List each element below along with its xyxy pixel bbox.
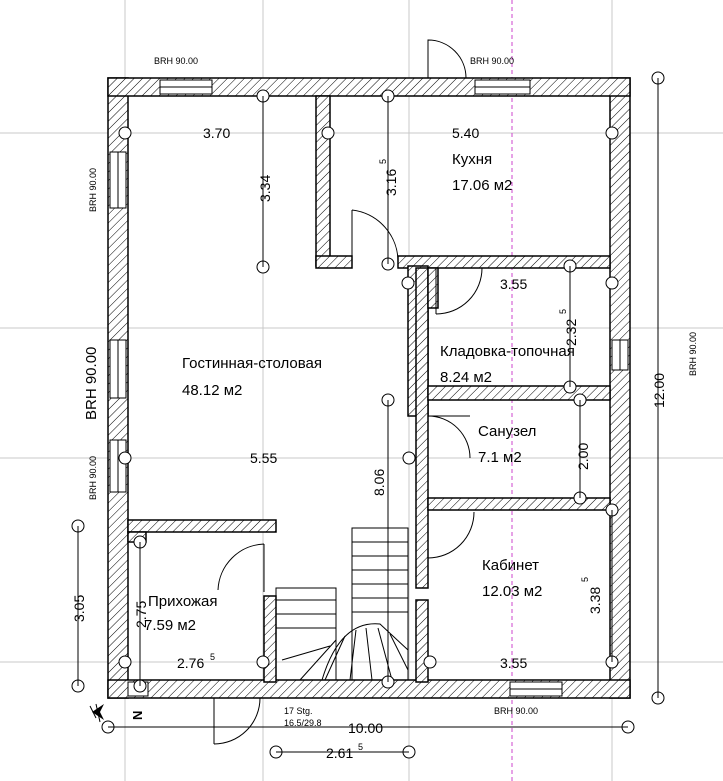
dim-540: 5.40 bbox=[452, 125, 479, 141]
north-label: N bbox=[130, 711, 145, 720]
room-name-bath: Санузел bbox=[478, 423, 536, 440]
dim-276-sup: 5 bbox=[210, 652, 215, 662]
room-area-kitchen: 17.06 м2 bbox=[452, 177, 512, 194]
dim-261-sup: 5 bbox=[358, 742, 363, 752]
dim-355-top: 3.55 bbox=[500, 276, 527, 292]
dim-338-sup: 5 bbox=[580, 577, 590, 582]
window-label-top-right: BRH 90.00 bbox=[470, 56, 514, 66]
stairs-label-size: 16.5/29.8 bbox=[284, 718, 322, 728]
north-arrow-icon: N bbox=[89, 703, 145, 723]
interior-walls bbox=[127, 95, 611, 683]
axis-markers bbox=[71, 71, 665, 759]
dim-316: 3.16 bbox=[383, 169, 399, 196]
dim-1000: 10.00 bbox=[348, 720, 383, 736]
dim-200: 2.00 bbox=[575, 443, 591, 470]
room-area-study: 12.03 м2 bbox=[482, 583, 542, 600]
dim-806: 8.06 bbox=[371, 469, 387, 496]
room-name-living: Гостинная-столовая bbox=[182, 355, 322, 372]
dim-334: 3.34 bbox=[257, 175, 273, 202]
dim-355-bottom: 3.55 bbox=[500, 655, 527, 671]
window-label-top-left: BRH 90.00 bbox=[154, 56, 198, 66]
window-labels: BRH 90.00 BRH 90.00 BRH 90.00 BRH 90.00 … bbox=[83, 56, 698, 728]
staircase bbox=[275, 527, 409, 681]
room-area-bath: 7.1 м2 bbox=[478, 449, 522, 466]
windows bbox=[109, 79, 629, 697]
room-name-kitchen: Кухня bbox=[452, 151, 492, 168]
window-label-right: BRH 90.00 bbox=[688, 332, 698, 376]
dim-305: 3.05 bbox=[71, 595, 87, 622]
dim-261: 2.61 bbox=[326, 745, 353, 761]
dim-275: 2.75 bbox=[133, 601, 149, 628]
doors bbox=[213, 39, 483, 745]
dim-316-sup: 5 bbox=[378, 159, 388, 164]
room-area-hall: 7.59 м2 bbox=[144, 617, 196, 634]
dimension-lines bbox=[77, 78, 659, 753]
window-label-left-bottom: BRH 90.00 bbox=[88, 456, 98, 500]
dim-1200: 12.00 bbox=[651, 373, 667, 408]
room-name-hall: Прихожая bbox=[148, 593, 218, 610]
dim-370: 3.70 bbox=[203, 125, 230, 141]
dim-338: 3.38 bbox=[587, 587, 603, 614]
dim-232: 2.32 bbox=[563, 319, 579, 346]
dim-276: 2.76 bbox=[177, 655, 204, 671]
dim-232-sup: 5 bbox=[558, 309, 568, 314]
room-area-pantry: 8.24 м2 bbox=[440, 369, 492, 386]
room-area-living: 48.12 м2 bbox=[182, 382, 242, 399]
window-label-bottom: BRH 90.00 bbox=[494, 706, 538, 716]
dim-555: 5.55 bbox=[250, 450, 277, 466]
window-label-left-top: BRH 90.00 bbox=[88, 168, 98, 212]
room-name-study: Кабинет bbox=[482, 557, 539, 574]
window-label-left-mid: BRH 90.00 bbox=[83, 347, 100, 420]
dimension-labels: 3.70 5.40 3.34 3.16 5 3.55 2.32 5 5.55 8… bbox=[71, 125, 667, 761]
stairs-label-steps: 17 Stg. bbox=[284, 706, 313, 716]
room-name-pantry: Кладовка-топочная bbox=[440, 343, 575, 360]
room-labels: Кухня 17.06 м2 Гостинная-столовая 48.12 … bbox=[144, 151, 575, 634]
